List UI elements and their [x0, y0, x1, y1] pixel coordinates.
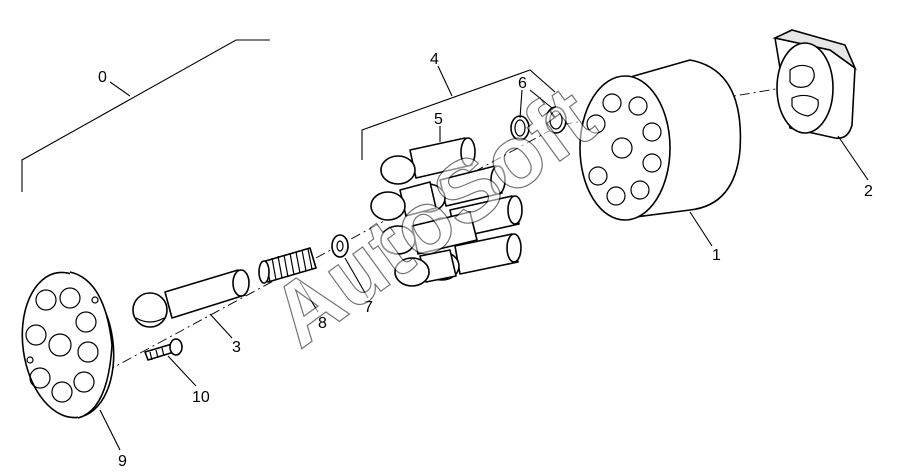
callout-8: 8: [318, 315, 327, 332]
callout-1: 1: [712, 247, 721, 264]
part-2-port-plate: [772, 29, 857, 140]
watermark: AutoSoft: [253, 67, 612, 365]
part-7-washer: [331, 234, 349, 258]
piston: [380, 211, 478, 255]
leader-3: [209, 313, 233, 339]
bracket-0: [21, 39, 270, 192]
callout-4: 4: [430, 51, 439, 68]
leader-1: [689, 211, 713, 247]
leader-0: [109, 81, 131, 97]
part-9-valve-plate: [21, 271, 115, 419]
callout-9: 9: [118, 453, 127, 470]
leader-9: [99, 409, 121, 451]
callout-2: 2: [864, 183, 873, 200]
piston: [380, 137, 476, 185]
part-1-cylinder-block: [579, 59, 742, 221]
bracket-4: [361, 69, 556, 160]
part-5-pistons: [370, 137, 523, 287]
leader-6b: [529, 89, 553, 109]
leader-2: [837, 135, 869, 181]
part-6-rings: [510, 106, 567, 141]
callout-3: 3: [232, 339, 241, 356]
part-10-bolt: [144, 338, 183, 361]
leader-8: [299, 281, 319, 313]
leader-4: [437, 65, 453, 97]
callout-7: 7: [364, 299, 373, 316]
piston: [370, 181, 437, 221]
part-8-spring: [258, 247, 317, 284]
leader-7: [344, 257, 369, 299]
leader-6a: [519, 89, 523, 119]
callout-10: 10: [192, 389, 210, 406]
leader-10: [167, 355, 197, 387]
part-3-center-pin: [132, 269, 250, 328]
callout-0: 0: [98, 69, 107, 86]
callout-6: 6: [518, 75, 527, 92]
callout-5: 5: [434, 111, 443, 128]
piston: [394, 249, 457, 287]
